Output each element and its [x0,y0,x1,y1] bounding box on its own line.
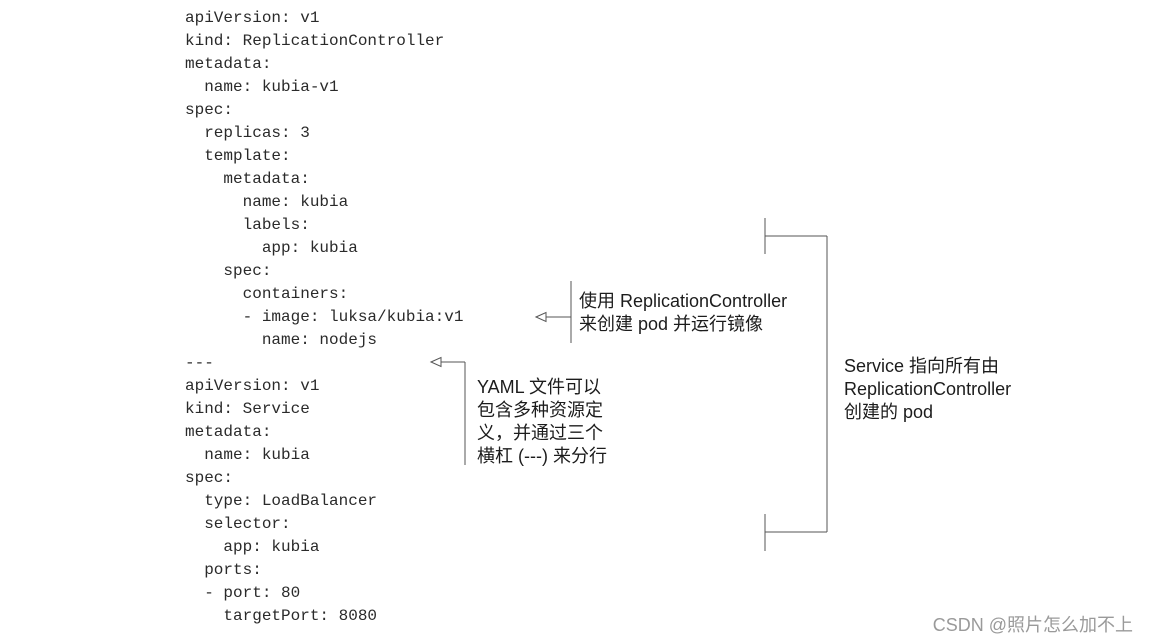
annotation-replication-controller: 使用 ReplicationController 来创建 pod 并运行镜像 [579,290,787,336]
annotation-yaml-separator: YAML 文件可以 包含多种资源定 义，并通过三个 横杠 (---) 来分行 [477,376,607,468]
code-line: - port: 80 [185,584,301,602]
annotation-line: 横杠 (---) 来分行 [477,446,607,466]
code-line: spec: [185,101,234,119]
code-line: - image: luksa/kubia:v1 [185,308,464,326]
code-line: app: kubia [185,538,320,556]
code-line: apiVersion: v1 [185,9,320,27]
code-line: kind: ReplicationController [185,32,445,50]
annotation-line: 包含多种资源定 [477,400,603,420]
csdn-watermark: CSDN @照片怎么加不上 [932,615,1133,635]
code-line: spec: [185,469,234,487]
code-line: selector: [185,515,291,533]
code-line-separator: --- [185,354,214,372]
annotation-service: Service 指向所有由 ReplicationController 创建的 … [844,355,1011,424]
code-line: app: kubia [185,239,358,257]
code-line: spec: [185,262,272,280]
code-line: name: kubia-v1 [185,78,339,96]
code-line: targetPort: 8080 [185,607,378,625]
annotation-line: 来创建 pod 并运行镜像 [579,314,764,334]
rc-arrow-head-icon [534,311,547,323]
code-line: name: nodejs [185,331,378,349]
code-line: metadata: [185,423,272,441]
annotation-line: 使用 ReplicationController [579,291,788,311]
annotation-line: Service 指向所有由 [844,356,1000,376]
annotation-line: ReplicationController [844,379,1012,399]
code-line: type: LoadBalancer [185,492,378,510]
code-line: ports: [185,561,262,579]
annotation-line: 义，并通过三个 [477,423,603,443]
code-line: metadata: [185,55,272,73]
code-line: apiVersion: v1 [185,377,320,395]
yaml-arrow-head-icon [429,356,442,368]
code-line: name: kubia [185,193,349,211]
code-line: metadata: [185,170,310,188]
annotation-line: YAML 文件可以 [477,377,602,397]
code-line: name: kubia [185,446,310,464]
code-line: containers: [185,285,349,303]
code-line: labels: [185,216,310,234]
code-line: template: [185,147,291,165]
annotation-line: 创建的 pod [844,402,934,422]
code-line: replicas: 3 [185,124,310,142]
code-line: kind: Service [185,400,310,418]
